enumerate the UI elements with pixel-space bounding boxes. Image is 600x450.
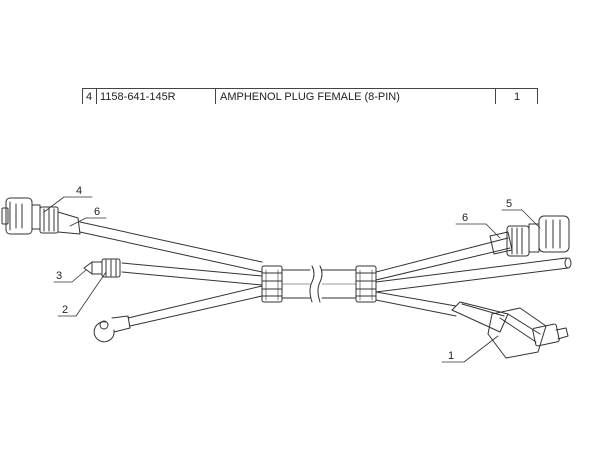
bom-item-number: 4 bbox=[86, 91, 93, 103]
bundle-center bbox=[281, 269, 357, 299]
cable-middle-left bbox=[121, 262, 263, 286]
bom-description: AMPHENOL PLUG FEMALE (8-PIN) bbox=[220, 91, 400, 103]
callout-ferrule: 2 bbox=[62, 304, 68, 316]
callout-terminal-pin: 3 bbox=[56, 270, 62, 282]
callout-plug-female-left: 4 bbox=[76, 185, 82, 197]
bundle-break-symbol bbox=[309, 265, 323, 303]
boot-left bbox=[57, 211, 81, 235]
main-connector bbox=[451, 301, 569, 359]
callout-plug-female-right: 5 bbox=[506, 198, 512, 210]
ferrule bbox=[101, 258, 121, 278]
callout-main-connector: 1 bbox=[448, 350, 454, 362]
cable-open-end-right bbox=[375, 257, 572, 293]
bom-part-number: 1158-641-145R bbox=[100, 91, 176, 103]
cable-tie-right bbox=[355, 265, 377, 303]
parts-list-row: 4 1158-641-145R AMPHENOL PLUG FEMALE (8-… bbox=[82, 88, 538, 104]
plug-female-right bbox=[506, 215, 570, 257]
cable-top-right bbox=[375, 237, 511, 281]
callout-boot-right: 6 bbox=[462, 212, 468, 224]
bom-border-left bbox=[82, 89, 83, 104]
bom-separator bbox=[96, 89, 97, 104]
cable-to-main-connector bbox=[375, 291, 457, 317]
bom-border-right bbox=[537, 89, 538, 104]
leader-lines bbox=[43, 196, 541, 363]
bom-separator bbox=[495, 89, 496, 104]
ring-terminal bbox=[93, 315, 131, 343]
cable-lower-left bbox=[127, 285, 263, 327]
bom-separator bbox=[215, 89, 216, 104]
bom-quantity: 1 bbox=[514, 91, 521, 103]
cable-tie-left bbox=[261, 265, 283, 303]
cable-top-left bbox=[79, 221, 263, 273]
callout-boot-left: 6 bbox=[94, 206, 100, 218]
